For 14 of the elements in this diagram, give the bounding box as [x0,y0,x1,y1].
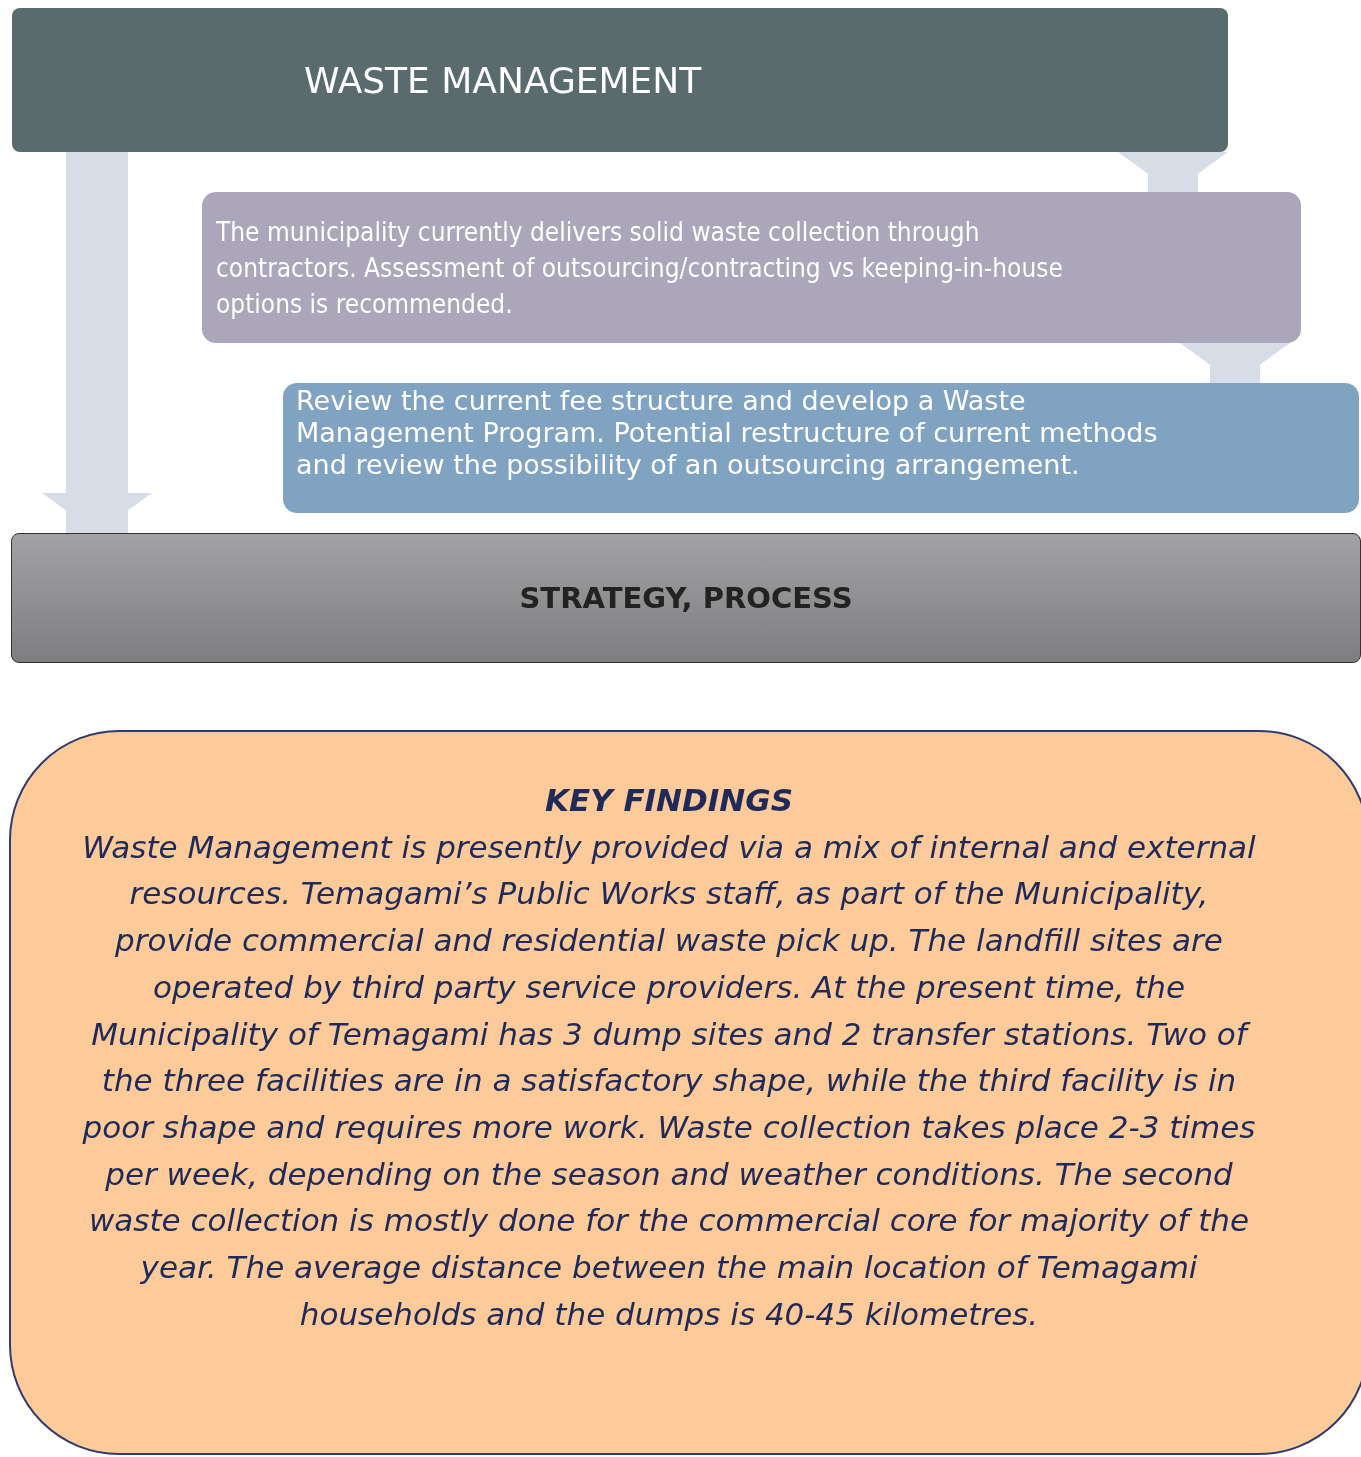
block-arrow [42,152,152,533]
findings-heading: KEY FINDINGS [543,781,795,820]
process-box [283,383,1359,513]
findings-text: Waste Management is presently provided via a mix of internal and external resources. Temagami’s Public Works staff, as part of the Municipality, provide commercial and residential waste pick up. The landfill sites are operated by third party service providers. At the present time, the Municipality of Temagami has 3 dump sites and 2 transfer stations. Two of the three facilities are in a satisfactory shape, while the third facility is in poor shape and requires more work. Waste collection takes place 2-3 times per week, depending on the season and weather conditions. The second waste collection is mostly done for the commercial core for majority of the year. The average distance between the main location of Temagami households and the dumps is 40-45 kilometres. [81,827,1257,1334]
header-title: WASTE MANAGEMENT [304,59,702,101]
findings-card [9,730,1361,1455]
band-title: STRATEGY, PROCESS [519,581,853,615]
process-box [202,192,1301,343]
process-text: The municipality currently delivers solid waste collection through contractors. Assessment of outsourcing/contracting vs keeping-in-house options is recommended. [216,215,1064,321]
block-arrow [1180,343,1290,383]
header-box [12,8,1228,152]
band-box [11,533,1361,663]
block-arrow [1118,152,1228,192]
process-text: Review the current fee structure and develop a Waste Management Program. Potential restructure of current methods and review the possibility of an outsourcing arrangement. [296,385,1159,481]
